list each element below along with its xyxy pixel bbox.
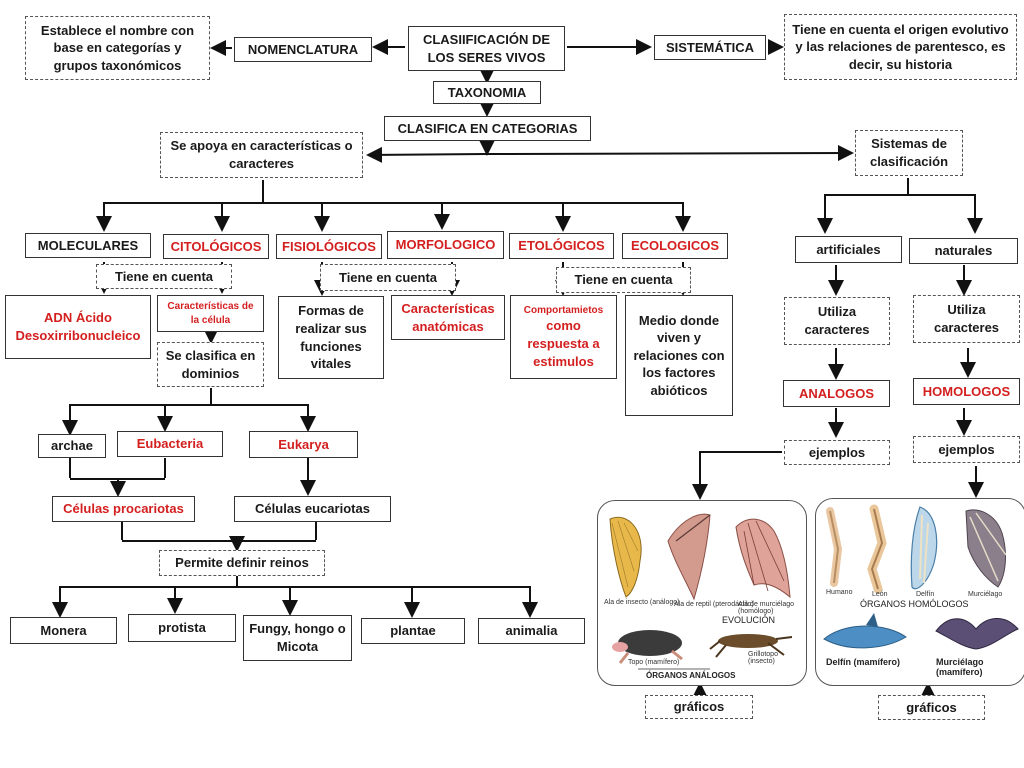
analogous-organs-illustration: Ala de insecto (análogo) Ala de reptil (… — [597, 500, 807, 686]
morfologico-node: MORFOLOGICO — [387, 231, 504, 259]
analogous-organs-drawing — [609, 513, 793, 670]
caption-topo: Topo (mamífero) — [628, 659, 680, 666]
caption-grillotopo: Grillotopo (insecto) — [748, 651, 778, 665]
caption-organos-homologos: ÓRGANOS HOMÓLOGOS — [860, 599, 969, 609]
citologicos-node: CITOLÓGICOS — [163, 234, 269, 259]
analogos-node: ANALOGOS — [783, 380, 890, 407]
archae-node: archae — [38, 434, 106, 458]
fungy-node: Fungy, hongo o Micota — [243, 615, 352, 661]
adn-node: ADN Ácido Desoxirribonucleico — [5, 295, 151, 359]
taxonomia-node: TAXONOMIA — [433, 81, 541, 104]
monera-node: Monera — [10, 617, 117, 644]
tiene-en-cuenta-3: Tiene en cuenta — [556, 267, 691, 293]
main-title: CLASIIFICACIÓN DE LOS SERES VIVOS — [408, 26, 565, 71]
eukarya-node: Eukarya — [249, 431, 358, 458]
caption-bat-wing: Ala de murciélago (homólogo) — [738, 601, 795, 615]
medio-node: Medio donde viven y relaciones con los f… — [625, 295, 733, 416]
animalia-node: animalia — [478, 618, 585, 644]
caption-delfin-small: Delfín — [916, 591, 935, 598]
graficos-node-2: gráficos — [878, 695, 985, 720]
formas-node: Formas de realizar sus funciones vitales — [278, 296, 384, 379]
comportamientos-node: Comportamietos como respuesta a estimulo… — [510, 295, 617, 379]
fisiologicos-node: FISIOLÓGICOS — [276, 234, 382, 259]
procariotas-node: Células procariotas — [52, 496, 195, 522]
artificiales-node: artificiales — [795, 236, 902, 263]
caption-humano: Humano — [826, 589, 853, 596]
caption-reptile-wing: Ala de reptil (pterodáctilo) — [674, 601, 754, 608]
eubacteria-node: Eubacteria — [117, 431, 223, 457]
naturales-node: naturales — [909, 238, 1018, 264]
sistemas-node: Sistemas de clasificación — [855, 130, 963, 176]
plantae-node: plantae — [361, 618, 465, 644]
caption-organos-analogos: ÓRGANOS ANÁLOGOS — [646, 671, 736, 680]
ejemplos-node-2: ejemplos — [913, 436, 1020, 463]
nomenclatura-description: Establece el nombre con base en categorí… — [25, 16, 210, 80]
clasifica-dominios-node: Se clasifica en dominios — [157, 342, 264, 387]
homologous-organs-drawing — [823, 504, 1019, 650]
sistematica-node: SISTEMÁTICA — [654, 35, 766, 60]
caracteristicas-celula-node: Características de la célula — [157, 295, 264, 332]
caption-murcielago-small: Murciélago — [968, 591, 1003, 598]
caption-murcielago: Murciélago (mamífero) — [936, 657, 984, 677]
protista-node: protista — [128, 614, 236, 642]
caption-evolucion: EVOLUCIÓN — [722, 615, 776, 625]
caption-insect-wing: Ala de insecto (análogo) — [604, 599, 680, 606]
moleculares-node: MOLECULARES — [25, 233, 151, 258]
anatomicas-node: Características anatómicas — [391, 295, 505, 340]
caption-delfin: Delfín (mamífero) — [826, 657, 901, 667]
comportamientos-text: como respuesta a estimulos — [527, 318, 600, 369]
tiene-en-cuenta-2: Tiene en cuenta — [320, 264, 456, 291]
etologicos-node: ETOLÓGICOS — [509, 233, 614, 259]
comportamientos-small: Comportamietos — [523, 304, 604, 316]
homologous-organs-illustration: Humano León Delfín Murciélago ÓRGANOS HO… — [815, 498, 1024, 686]
ecologicos-node: ECOLOGICOS — [622, 233, 728, 259]
eucariotas-node: Células eucariotas — [234, 496, 391, 522]
utiliza-caracteres-2: Utiliza caracteres — [913, 295, 1020, 343]
clasifica-node: CLASIFICA EN CATEGORIAS — [384, 116, 591, 141]
homologos-node: HOMOLOGOS — [913, 378, 1020, 405]
graficos-node-1: gráficos — [645, 695, 753, 719]
ejemplos-node-1: ejemplos — [784, 440, 890, 465]
utiliza-caracteres-1: Utiliza caracteres — [784, 297, 890, 345]
apoya-node: Se apoya en características o caracteres — [160, 132, 363, 178]
caption-leon: León — [872, 591, 888, 598]
tiene-en-cuenta-1: Tiene en cuenta — [96, 264, 232, 289]
permite-node: Permite definir reinos — [159, 550, 325, 576]
sistematica-description: Tiene en cuenta el origen evolutivo y la… — [784, 14, 1017, 80]
nomenclatura-node: NOMENCLATURA — [234, 37, 372, 62]
